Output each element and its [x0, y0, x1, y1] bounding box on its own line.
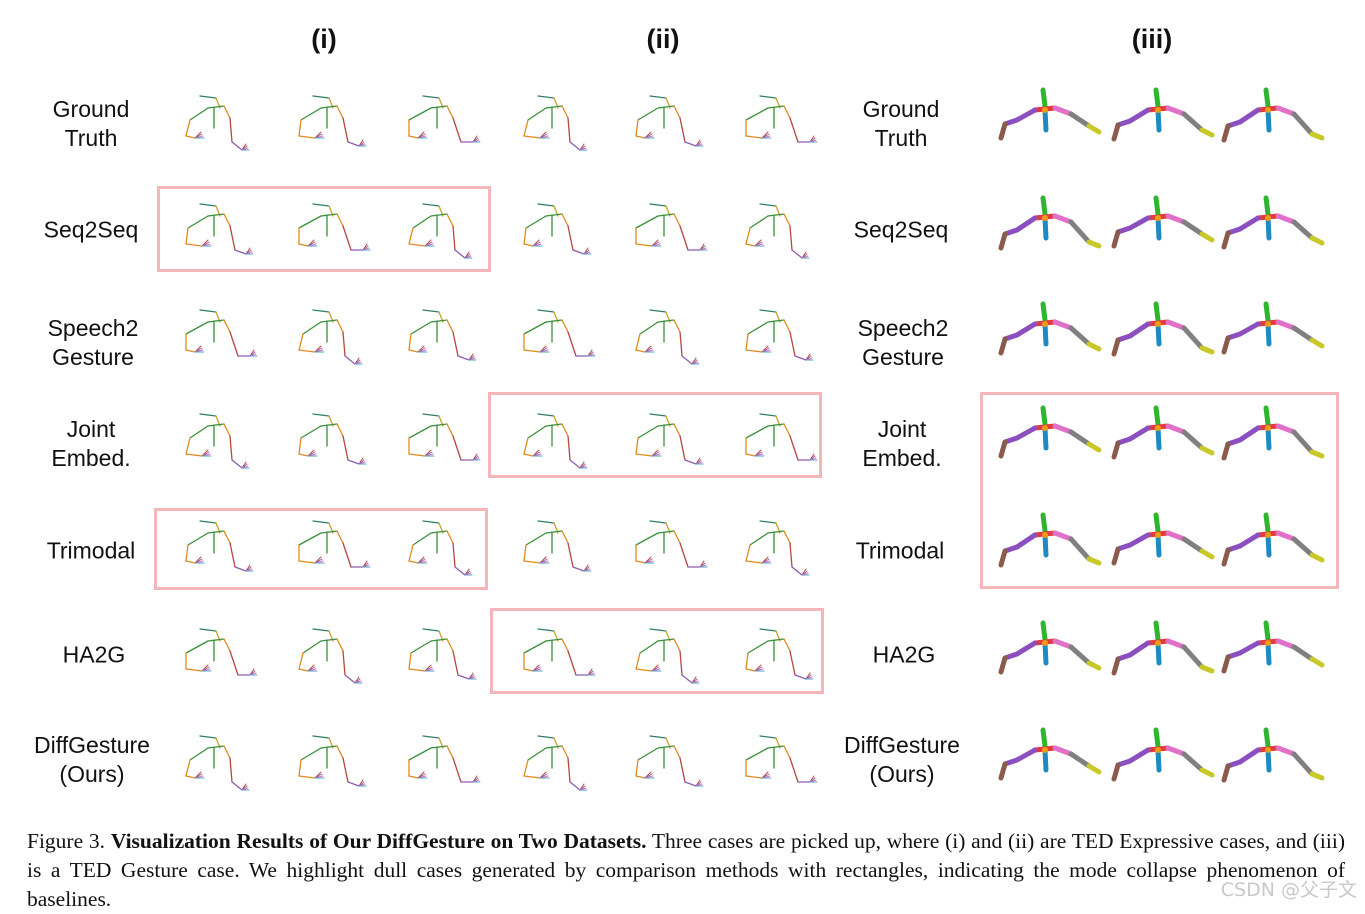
expressive-skeleton-r6-c5 — [745, 735, 818, 783]
column-header-i: (i) — [311, 24, 337, 54]
expressive-skeleton-r3-c1 — [298, 413, 367, 465]
highlight-box-joint-embed-ii — [488, 392, 822, 478]
gesture-skeleton-r1-c1 — [1111, 195, 1215, 249]
expressive-skeleton-r0-c5 — [745, 95, 818, 143]
gesture-skeleton-r3-c2 — [1221, 405, 1325, 461]
row-label-ground-truth-iii: Ground Truth — [862, 96, 940, 151]
gesture-skeleton-r2-c2 — [1221, 301, 1325, 355]
expressive-skeleton-r0-c1 — [298, 95, 367, 147]
row-label-seq2seq-iii: Seq2Seq — [853, 216, 949, 243]
expressive-skeleton-r6-c4 — [635, 735, 704, 787]
expressive-skeleton-r2-c4 — [635, 309, 700, 365]
expressive-skeleton-r2-c1 — [298, 309, 363, 365]
expressive-skeleton-r6-c3 — [523, 735, 588, 791]
expressive-skeleton-r4-c3 — [523, 520, 592, 572]
expressive-skeleton-r2-c2 — [408, 309, 477, 361]
expressive-skeleton-r4-c2 — [408, 520, 473, 576]
row-label-speech2gesture-iii: Speech2 Gesture — [857, 315, 949, 370]
expressive-skeleton-r0-c4 — [635, 95, 704, 147]
gesture-skeleton-r6-c2 — [1221, 727, 1325, 783]
row-label-diffgesture: DiffGesture (Ours) — [34, 732, 150, 787]
highlight-box-iii-joint-trimodal — [980, 392, 1339, 589]
row-label-joint-embed-iii: Joint Embed. — [862, 416, 942, 471]
gesture-skeleton-r5-c0 — [998, 620, 1102, 675]
expressive-skeleton-r3-c2 — [408, 413, 481, 461]
gesture-skeleton-r4-c0 — [998, 512, 1102, 568]
expressive-skeleton-r5-c1 — [298, 628, 363, 684]
expressive-skeleton-r2-c5 — [745, 309, 814, 361]
gesture-skeleton-r6-c1 — [1111, 727, 1215, 782]
expressive-skeleton-r5-c2 — [408, 628, 477, 680]
gesture-skeleton-r1-c2 — [1221, 195, 1325, 250]
gesture-skeleton-r4-c1 — [1111, 512, 1215, 566]
gesture-skeleton-r5-c2 — [1221, 620, 1325, 674]
gesture-skeleton-r3-c0 — [998, 405, 1102, 459]
expressive-skeleton-r0-c3 — [523, 95, 588, 151]
gesture-skeleton-r0-c2 — [1221, 87, 1325, 143]
row-label-trimodal: Trimodal — [46, 537, 136, 564]
expressive-skeleton-r1-c0 — [185, 203, 254, 255]
highlight-box-ha2g-ii — [490, 608, 824, 694]
expressive-skeleton-r6-c2 — [408, 735, 481, 783]
expressive-skeleton-r0-c2 — [408, 95, 481, 143]
expressive-skeleton-r1-c5 — [745, 203, 810, 259]
caption-figure-label: Figure 3. — [27, 829, 106, 853]
column-header-ii: (ii) — [646, 24, 680, 54]
expressive-skeleton-r5-c3 — [523, 628, 596, 676]
caption-title: Visualization Results of Our DiffGesture… — [110, 829, 647, 853]
row-label-speech2gesture: Speech2 Gesture — [47, 315, 139, 370]
highlight-box-trimodal-i — [154, 508, 488, 590]
row-label-ha2g: HA2G — [62, 641, 126, 668]
highlight-box-seq2seq-i — [157, 186, 491, 272]
gesture-skeleton-r4-c2 — [1221, 512, 1325, 567]
gesture-skeleton-r2-c1 — [1111, 301, 1215, 357]
expressive-skeleton-r5-c5 — [745, 628, 814, 680]
expressive-skeleton-r5-c0 — [185, 628, 258, 676]
row-label-joint-embed: Joint Embed. — [51, 416, 131, 471]
expressive-skeleton-r3-c0 — [185, 413, 250, 469]
figure-caption: Figure 3. Visualization Results of Our D… — [27, 827, 1345, 914]
expressive-skeleton-r2-c0 — [185, 309, 258, 357]
expressive-skeleton-r3-c5 — [745, 413, 818, 461]
skeleton-grid — [185, 87, 1325, 791]
expressive-skeleton-r4-c4 — [635, 520, 708, 568]
expressive-skeleton-r5-c4 — [635, 628, 700, 684]
expressive-skeleton-r1-c2 — [408, 203, 473, 259]
row-label-ha2g-iii: HA2G — [872, 641, 936, 668]
gesture-skeleton-r5-c1 — [1111, 620, 1215, 676]
row-label-ground-truth: Ground Truth — [52, 96, 130, 151]
expressive-skeleton-r1-c3 — [523, 203, 592, 255]
expressive-skeleton-r3-c3 — [523, 413, 588, 469]
expressive-skeleton-r1-c1 — [298, 203, 371, 251]
expressive-skeleton-r2-c3 — [523, 309, 596, 357]
gesture-skeleton-r0-c1 — [1111, 87, 1215, 142]
watermark: CSDN @父子文 — [1220, 879, 1357, 901]
caption-body: Three cases are picked up, where (i) and… — [27, 829, 1346, 911]
gesture-skeleton-r2-c0 — [998, 301, 1102, 356]
gesture-skeleton-r6-c0 — [998, 727, 1102, 781]
expressive-skeleton-r4-c0 — [185, 520, 254, 572]
expressive-skeleton-r3-c4 — [635, 413, 704, 465]
expressive-skeleton-r6-c1 — [298, 735, 367, 787]
row-label-diffgesture-iii: DiffGesture (Ours) — [844, 732, 960, 787]
row-label-trimodal-iii: Trimodal — [855, 537, 945, 564]
row-label-seq2seq: Seq2Seq — [43, 216, 139, 243]
expressive-skeleton-r4-c1 — [298, 520, 371, 568]
expressive-skeleton-r1-c4 — [635, 203, 708, 251]
expressive-skeleton-r4-c5 — [745, 520, 810, 576]
expressive-skeleton-r0-c0 — [185, 95, 250, 151]
column-header-iii: (iii) — [1131, 24, 1173, 54]
gesture-skeleton-r3-c1 — [1111, 405, 1215, 460]
expressive-skeleton-r6-c0 — [185, 735, 250, 791]
gesture-skeleton-r0-c0 — [998, 87, 1102, 141]
gesture-skeleton-r1-c0 — [998, 195, 1102, 251]
